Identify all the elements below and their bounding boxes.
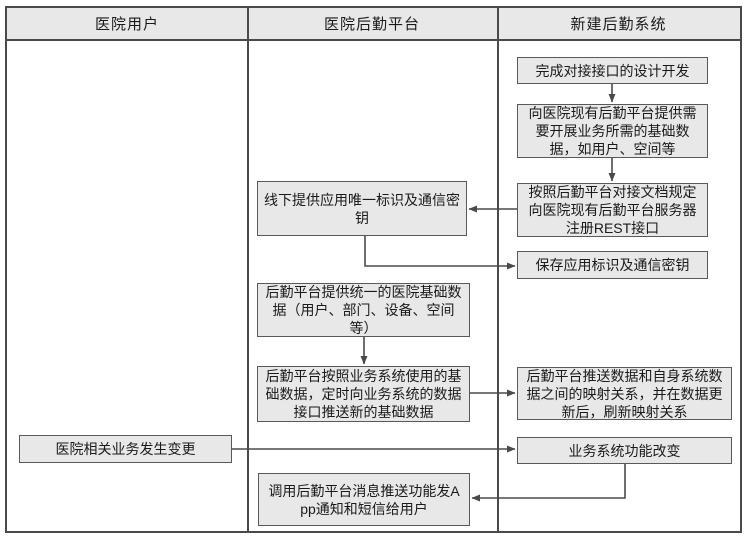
diagram-frame: 医院用户 医院后勤平台 新建后勤系统 完成对接接口的设计开发 向医院现有后勤平台… [5, 6, 742, 533]
arrow-m1-r4 [364, 236, 516, 270]
lane-header-band [7, 8, 740, 41]
node-platform-push-new-base-data: 后勤平台按照业务系统使用的基础数据，定时向业务系统的数据接口推送新的基础数据 [257, 366, 470, 422]
arrow-r6-m4 [471, 464, 626, 502]
node-save-app-id-and-key: 保存应用标识及通信密钥 [517, 251, 708, 279]
node-push-mapping-relations: 后勤平台推送数据和自身系统数据之间的映射关系，并在数据更新后，刷新映射关系 [517, 367, 732, 420]
node-register-rest-interface: 按照后勤平台对接文档规定向医院现有后勤平台服务器注册REST接口 [517, 183, 708, 237]
node-business-function-change: 业务系统功能改变 [517, 437, 732, 464]
node-provide-required-base-data: 向医院现有后勤平台提供需要开展业务所需的基础数据，如用户、空间等 [517, 104, 708, 158]
lane-divider-2 [497, 8, 499, 531]
node-hospital-business-change: 医院相关业务发生变更 [19, 435, 232, 463]
lane-title-hospital-logistics-platform: 医院后勤平台 [323, 16, 420, 33]
node-complete-interface-design: 完成对接接口的设计开发 [517, 57, 708, 84]
node-offline-provide-app-id-key: 线下提供应用唯一标识及通信密钥 [257, 181, 467, 236]
lane-title-new-logistics-system: 新建后勤系统 [570, 16, 667, 33]
lane-title-hospital-user: 医院用户 [94, 16, 159, 33]
node-call-message-push-notify-user: 调用后勤平台消息推送功能发App通知和短信给用户 [258, 473, 470, 526]
lane-divider-1 [247, 8, 249, 531]
node-platform-unified-base-data: 后勤平台提供统一的医院基础数据（用户、部门、设备、空间等） [257, 283, 470, 337]
